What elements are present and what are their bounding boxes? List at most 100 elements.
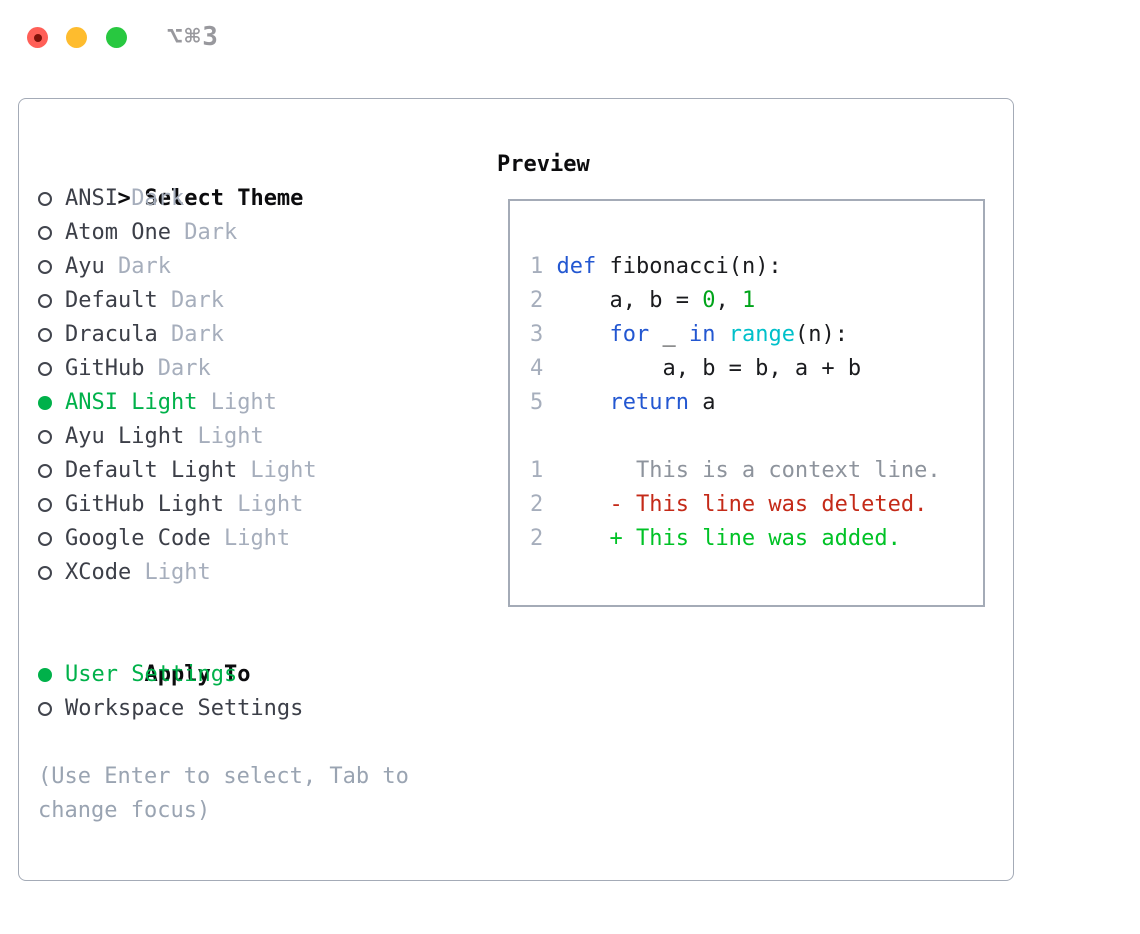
radio-unselected-icon	[38, 488, 65, 522]
option-label: Workspace Settings	[65, 696, 304, 721]
code-token-number: 0	[702, 288, 716, 313]
record-dot-icon	[33, 33, 42, 42]
apply-option-workspace-settings[interactable]: Workspace Settings	[38, 692, 317, 726]
theme-option-atom-one[interactable]: Atom One Dark	[38, 216, 317, 250]
apply-to-header-row: Apply To	[38, 624, 317, 687]
line-number: 1	[530, 458, 544, 483]
theme-option-xcode[interactable]: XCode Light	[38, 556, 317, 590]
zoom-button[interactable]	[106, 27, 127, 48]
code-line: 3 for _ in range(n):	[530, 318, 983, 352]
code-token-keyword: def	[556, 254, 597, 279]
code-token-plain: a, b = b, a + b	[556, 356, 862, 381]
prompt-chevron-icon: >	[117, 186, 131, 211]
apply-to-header: Apply To	[144, 662, 251, 687]
theme-option-google-code[interactable]: Google Code Light	[38, 522, 317, 556]
code-token-keyword: for	[609, 322, 650, 347]
keyboard-hint: (Use Enter to select, Tab to change focu…	[38, 764, 409, 823]
code-token-keyword: return	[609, 390, 689, 415]
code-token-plain	[557, 322, 610, 347]
theme-variant-label: Light	[223, 492, 304, 517]
radio-unselected-icon	[38, 284, 65, 318]
theme-option-ansi-light[interactable]: ANSI Light Light	[38, 386, 317, 420]
theme-variant-label: Dark	[104, 254, 171, 279]
option-label: ANSI	[65, 186, 118, 211]
preview-header: Preview	[497, 152, 590, 177]
radio-unselected-icon	[38, 556, 65, 590]
theme-variant-label: Dark	[157, 288, 224, 313]
code-token-deleted: - This line was deleted.	[556, 492, 928, 517]
code-token-added: + This line was added.	[556, 526, 901, 551]
line-number: 2	[530, 526, 544, 551]
code-token-plain: (n):	[794, 322, 848, 347]
theme-variant-label: Light	[210, 526, 291, 551]
minimize-button[interactable]	[66, 27, 87, 48]
theme-option-github-light[interactable]: GitHub Light Light	[38, 488, 317, 522]
radio-unselected-icon	[38, 454, 65, 488]
option-label: Atom One	[65, 220, 171, 245]
select-theme-header-row: > Select Theme	[38, 148, 317, 211]
close-button[interactable]	[27, 27, 48, 48]
theme-variant-label: Light	[184, 424, 264, 449]
code-line: 5 return a	[530, 386, 983, 420]
apply-option-user-settings[interactable]: User Settings	[38, 658, 317, 692]
code-token-plain	[715, 322, 728, 347]
theme-option-github[interactable]: GitHub Dark	[38, 352, 317, 386]
radio-selected-icon	[38, 658, 65, 692]
theme-option-dracula[interactable]: Dracula Dark	[38, 318, 317, 352]
option-label: XCode	[65, 560, 132, 585]
radio-selected-icon	[38, 386, 65, 420]
code-token-number: 1	[741, 288, 756, 313]
code-token-builtin: range	[728, 322, 795, 347]
radio-unselected-icon	[38, 352, 65, 386]
theme-option-default-light[interactable]: Default Light Light	[38, 454, 317, 488]
spacer	[38, 590, 317, 624]
code-line: 2 + This line was added.	[530, 522, 983, 556]
theme-variant-label: Dark	[170, 220, 238, 245]
option-label: GitHub	[65, 356, 145, 381]
option-label: Ayu	[65, 254, 105, 279]
option-label: Dracula	[65, 322, 158, 347]
theme-option-ansi[interactable]: ANSI Dark	[38, 182, 317, 216]
code-token-plain: ,	[715, 288, 742, 313]
radio-unselected-icon	[38, 182, 65, 216]
code-token-plain: fibonacci(n):	[596, 254, 782, 279]
window-title: ⌥⌘3	[167, 22, 220, 52]
code-line: 2 - This line was deleted.	[530, 488, 983, 522]
option-label: ANSI Light	[65, 390, 198, 415]
theme-option-default[interactable]: Default Dark	[38, 284, 317, 318]
code-token-plain	[557, 390, 610, 415]
radio-unselected-icon	[38, 250, 65, 284]
radio-unselected-icon	[38, 692, 65, 726]
option-label: Default Light	[65, 458, 238, 483]
radio-unselected-icon	[38, 216, 65, 250]
code-line: 2 a, b = 0, 1	[530, 284, 983, 318]
title-bar: ⌥⌘3	[0, 0, 1140, 74]
theme-variant-label: Light	[237, 458, 317, 483]
option-label: Default	[65, 288, 158, 313]
code-token-plain: a	[688, 390, 716, 415]
theme-variant-label: Light	[131, 560, 211, 585]
code-line: 1 def fibonacci(n):	[530, 250, 983, 284]
theme-variant-label: Dark	[117, 186, 185, 211]
theme-selector-panel	[18, 98, 1014, 881]
option-label: GitHub Light	[65, 492, 224, 517]
line-number: 2	[530, 492, 544, 517]
select-theme-header: Select Theme	[144, 186, 304, 211]
code-line	[530, 420, 983, 454]
theme-variant-label: Light	[197, 390, 277, 415]
line-number: 2	[530, 288, 544, 313]
code-token-plain: a, b =	[556, 288, 703, 313]
radio-unselected-icon	[38, 318, 65, 352]
code-line: 4 a, b = b, a + b	[530, 352, 983, 386]
theme-option-ayu[interactable]: Ayu Dark	[38, 250, 317, 284]
line-number: 1	[530, 254, 544, 279]
line-number: 3	[530, 322, 544, 347]
line-number: 5	[530, 390, 544, 415]
code-token-context: This is a context line.	[556, 458, 941, 483]
radio-unselected-icon	[38, 522, 65, 556]
theme-option-ayu-light[interactable]: Ayu Light Light	[38, 420, 317, 454]
option-label: User Settings	[65, 662, 238, 687]
